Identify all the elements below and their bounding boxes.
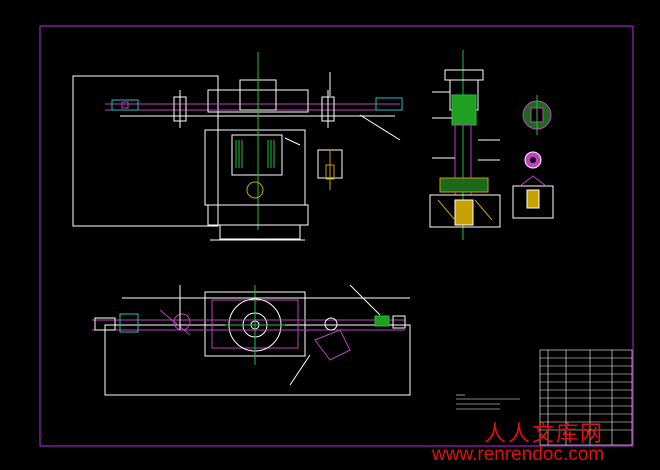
title-block bbox=[539, 349, 633, 446]
watermark-url: www.renrendoc.com bbox=[432, 444, 605, 465]
technical-notes bbox=[456, 394, 520, 410]
plan-view bbox=[92, 284, 411, 396]
watermark-chinese: 人人文库网 bbox=[484, 421, 605, 446]
section-view bbox=[429, 50, 554, 240]
sheet-frame bbox=[39, 25, 634, 447]
front-view bbox=[72, 52, 403, 241]
